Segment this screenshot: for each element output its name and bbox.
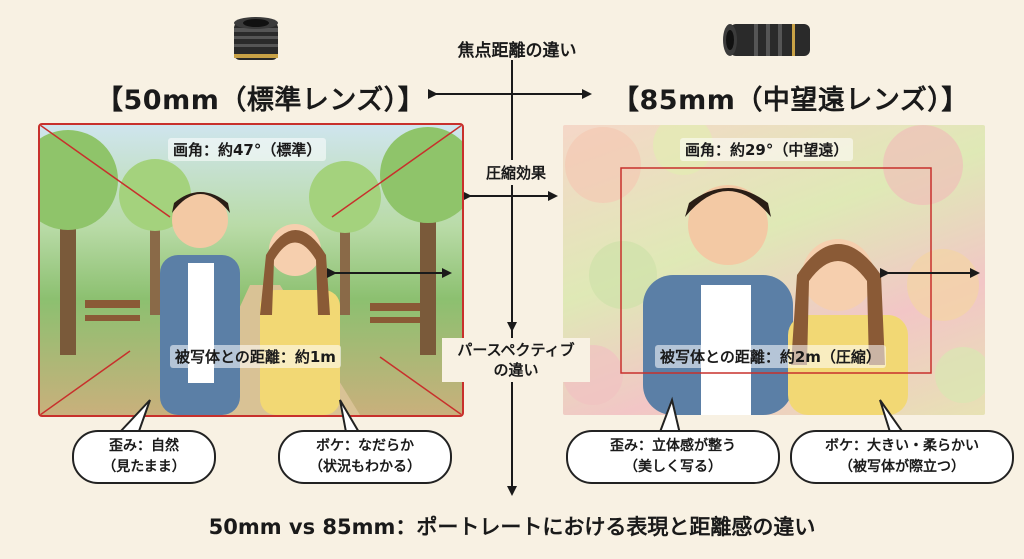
camera-lens-50mm-icon xyxy=(234,17,278,60)
bubble-line2: （状況もわかる） xyxy=(309,459,421,475)
bubble-line2: （見たまま） xyxy=(102,459,186,475)
bubble-line2: （被写体が際立つ） xyxy=(839,459,965,475)
bubble-line1: 歪み：自然 xyxy=(109,438,179,454)
left-distance-caption: 被写体との距離：約1m xyxy=(170,345,341,368)
left-distortion-bubble: 歪み：自然 （見たまま） xyxy=(72,430,216,484)
left-angle-caption: 画角：約47°（標準） xyxy=(168,138,327,161)
bubble-line1: 歪み：立体感が整う xyxy=(610,438,736,454)
perspective-label: パースペクティブ の違い xyxy=(442,338,590,382)
bubble-line1: ボケ：大きい・柔らかい xyxy=(825,438,979,454)
left-heading: 【50mm（標準レンズ）】 xyxy=(96,85,426,116)
camera-lens-85mm-icon xyxy=(723,24,810,56)
focal-length-label: 焦点距離の違い xyxy=(430,34,604,63)
bubble-line2: （美しく写る） xyxy=(624,459,722,475)
compression-effect-label: 圧縮効果 xyxy=(472,160,560,185)
right-bokeh-bubble: ボケ：大きい・柔らかい （被写体が際立つ） xyxy=(790,430,1014,484)
left-bokeh-bubble: ボケ：なだらか （状況もわかる） xyxy=(278,430,452,484)
right-heading: 【85mm（中望遠レンズ）】 xyxy=(612,85,969,116)
right-angle-caption: 画角：約29°（中望遠） xyxy=(680,138,854,161)
footer-title: 50mm vs 85mm：ポートレートにおける表現と距離感の違い xyxy=(208,515,816,539)
right-distance-caption: 被写体との距離：約2m（圧縮） xyxy=(655,345,886,368)
bubble-line1: ボケ：なだらか xyxy=(316,438,414,454)
right-distortion-bubble: 歪み：立体感が整う （美しく写る） xyxy=(566,430,780,484)
perspective-label-line1: パースペクティブ xyxy=(457,341,575,359)
perspective-label-line2: の違い xyxy=(493,361,539,379)
